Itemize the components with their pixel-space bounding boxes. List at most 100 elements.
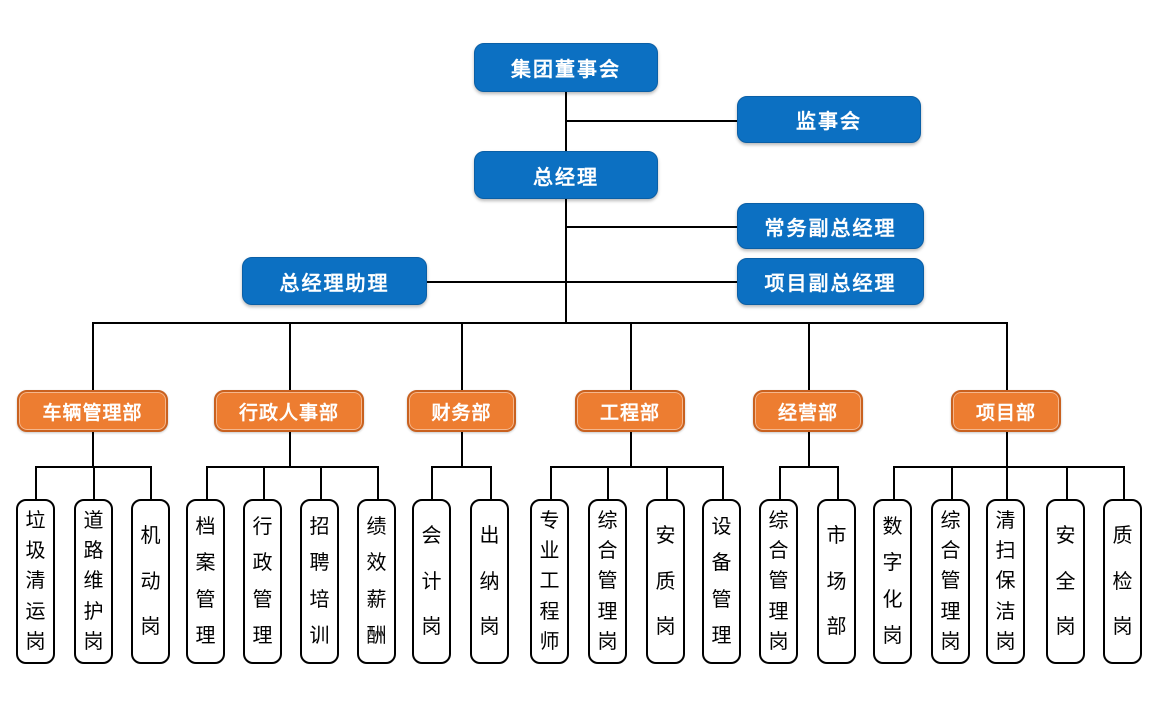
supervisory-board-box: 监事会 (737, 96, 921, 143)
supervisory-board-label: 监事会 (796, 111, 862, 133)
connector-line (1066, 466, 1068, 500)
board-of-directors-label: 集团董事会 (511, 59, 621, 81)
connector-line (377, 466, 379, 500)
position-label: 设备管理 (711, 516, 732, 647)
connector-line (490, 466, 492, 500)
project-dept-box: 项目部 (951, 390, 1061, 432)
position-box: 垃圾清运岗 (16, 499, 55, 664)
position-box: 绩效薪酬 (357, 499, 396, 664)
connector-line (461, 322, 463, 390)
connector-line (1006, 432, 1008, 467)
finance-dept-box: 财务部 (407, 390, 516, 432)
engineering-dept-label: 工程部 (599, 402, 660, 424)
connector-line (630, 322, 632, 390)
position-label: 安全岗 (1055, 525, 1076, 638)
connector-line (550, 466, 722, 468)
position-box: 安质岗 (646, 499, 685, 664)
project-deputy-gm-label: 项目副总经理 (764, 273, 897, 295)
engineering-dept-box: 工程部 (575, 390, 685, 432)
position-box: 行政管理 (243, 499, 282, 664)
connector-line (666, 466, 668, 500)
executive-deputy-gm-box: 常务副总经理 (737, 203, 924, 249)
position-box: 设备管理 (702, 499, 741, 664)
connector-line (289, 432, 291, 467)
position-label: 招聘培训 (309, 516, 330, 647)
position-label: 综合管理岗 (940, 510, 961, 653)
connector-line (566, 226, 737, 228)
project-deputy-gm-box: 项目副总经理 (737, 258, 924, 305)
position-label: 安质岗 (655, 525, 676, 638)
connector-line (427, 281, 737, 283)
position-label: 行政管理 (252, 516, 273, 647)
position-label: 质检岗 (1112, 525, 1133, 638)
gm-assistant-label: 总经理助理 (279, 272, 390, 295)
executive-deputy-gm-label: 常务副总经理 (764, 217, 897, 240)
position-box: 数字化岗 (873, 499, 912, 664)
position-label: 市场部 (826, 525, 847, 638)
connector-line (150, 466, 152, 500)
connector-line (565, 92, 567, 151)
connector-line (35, 466, 37, 500)
operations-dept-label: 经营部 (777, 402, 838, 424)
position-label: 清扫保洁岗 (995, 510, 1016, 653)
position-box: 市场部 (817, 499, 856, 664)
connector-line (1123, 466, 1125, 500)
position-label: 数字化岗 (882, 516, 903, 647)
position-box: 机动岗 (131, 499, 170, 664)
general-manager-box: 总经理 (474, 151, 658, 199)
connector-line (893, 466, 895, 500)
position-label: 绩效薪酬 (366, 516, 387, 647)
connector-line (461, 432, 463, 467)
connector-line (1006, 322, 1008, 390)
connector-line (206, 466, 208, 500)
admin-hr-dept-label: 行政人事部 (238, 402, 339, 424)
connector-line (431, 466, 490, 468)
position-box: 综合管理岗 (588, 499, 627, 664)
position-label: 综合管理岗 (597, 510, 618, 653)
position-box: 会计岗 (412, 499, 451, 664)
connector-line (92, 432, 94, 467)
position-box: 招聘培训 (300, 499, 339, 664)
connector-line (566, 120, 737, 122)
connector-line (607, 466, 609, 500)
project-dept-label: 项目部 (975, 402, 1036, 424)
connector-line (320, 466, 322, 500)
position-label: 道路维护岗 (83, 510, 104, 653)
admin-hr-dept-box: 行政人事部 (214, 390, 364, 432)
position-box: 专业工程师 (530, 499, 569, 664)
position-box: 道路维护岗 (74, 499, 113, 664)
connector-line (92, 322, 1007, 324)
board-of-directors-box: 集团董事会 (474, 43, 658, 92)
general-manager-label: 总经理 (533, 166, 599, 189)
position-label: 综合管理岗 (768, 510, 789, 653)
connector-line (289, 322, 291, 390)
connector-line (630, 432, 632, 467)
position-box: 清扫保洁岗 (986, 499, 1025, 664)
position-box: 综合管理岗 (759, 499, 798, 664)
connector-line (808, 432, 810, 467)
connector-line (808, 322, 810, 390)
connector-line (779, 466, 837, 468)
connector-line (565, 199, 567, 323)
connector-line (550, 466, 552, 500)
position-label: 垃圾清运岗 (25, 510, 46, 653)
vehicle-management-dept-box: 车辆管理部 (17, 390, 168, 432)
connector-line (263, 466, 265, 500)
connector-line (206, 466, 377, 468)
position-box: 质检岗 (1103, 499, 1142, 664)
position-box: 档案管理 (186, 499, 225, 664)
position-label: 专业工程师 (539, 510, 560, 653)
position-box: 综合管理岗 (931, 499, 970, 664)
connector-line (951, 466, 953, 500)
position-label: 档案管理 (195, 516, 216, 647)
position-box: 出纳岗 (470, 499, 509, 664)
connector-line (779, 466, 781, 500)
vehicle-management-dept-label: 车辆管理部 (42, 402, 143, 424)
position-label: 会计岗 (421, 525, 442, 638)
connector-line (1006, 466, 1008, 500)
gm-assistant-box: 总经理助理 (242, 257, 427, 305)
connector-line (893, 466, 1123, 468)
position-label: 机动岗 (140, 525, 161, 638)
connector-line (431, 466, 433, 500)
